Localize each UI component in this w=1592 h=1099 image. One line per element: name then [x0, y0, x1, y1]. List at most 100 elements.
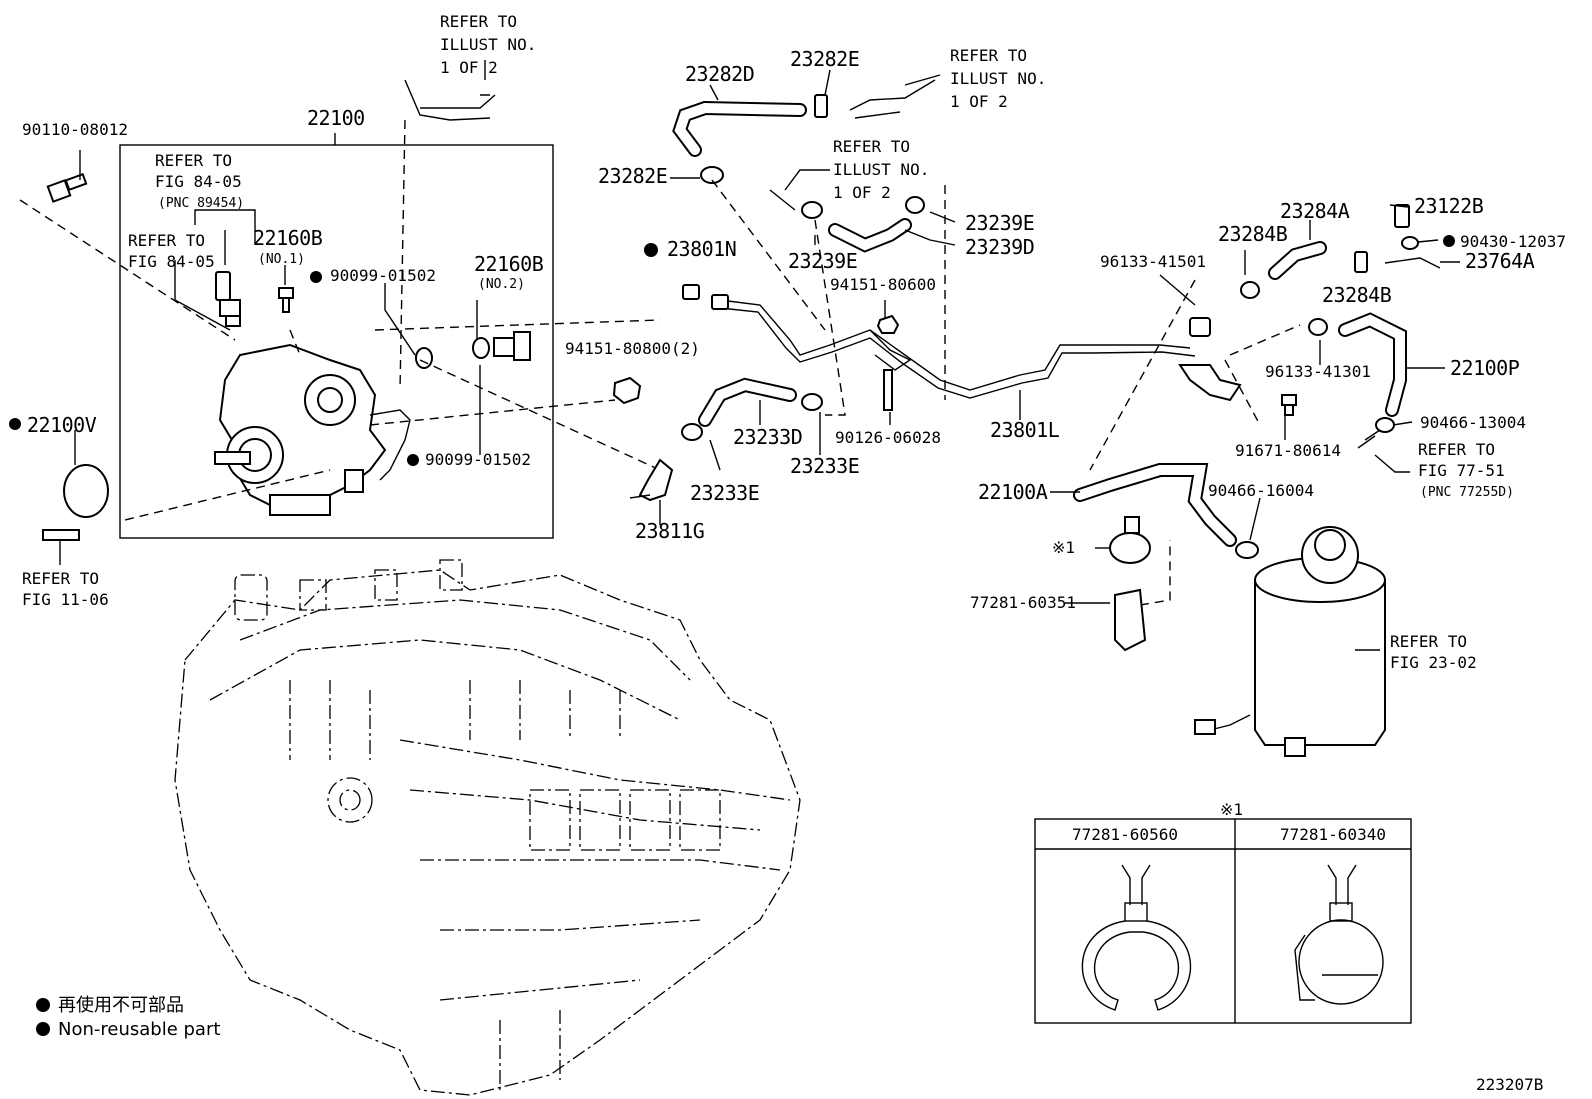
label-23282e-top: 23282E — [790, 47, 859, 71]
label-96133-41301: 96133-41301 — [1265, 362, 1371, 381]
stud-90126-part[interactable] — [883, 369, 893, 411]
label-refer-84-05-a: REFER TO — [155, 151, 232, 170]
label-pnc-89454: (PNC 89454) — [158, 196, 244, 211]
clamp-variants-inset — [1034, 818, 1412, 1024]
clamp-23239e-left[interactable] — [801, 201, 823, 219]
label-inset-77281-60340: 77281-60340 — [1280, 825, 1386, 844]
legend-bullet — [36, 998, 50, 1012]
bolt-22160b-no1-part[interactable] — [278, 287, 294, 313]
pipe-segment-top-b — [420, 94, 496, 109]
label-94151-80600: 94151-80600 — [830, 275, 936, 294]
legend-japanese: 再使用不可部品 — [58, 995, 184, 1016]
pipe-23764a[interactable] — [1384, 257, 1441, 269]
label-23801n: 23801N — [667, 237, 736, 261]
union-bolt-22160b-no2-part[interactable] — [493, 331, 531, 361]
clamp-77281-60560-illustration — [1081, 864, 1192, 1011]
label-23239e-right: 23239E — [965, 211, 1034, 235]
label-inset-mark: ※1 — [1220, 800, 1243, 819]
hose-23282d[interactable] — [672, 100, 807, 157]
clamp-23233e-right[interactable] — [801, 393, 823, 411]
label-90126-06028: 90126-06028 — [835, 428, 941, 447]
connector-23122b[interactable] — [1394, 204, 1410, 228]
fuel-pipe-23801l[interactable] — [719, 299, 1196, 399]
label-23239e-left: 23239E — [788, 249, 857, 273]
clamp-23282e-left[interactable] — [700, 166, 724, 184]
label-pnc-77255d: (PNC 77255D) — [1420, 485, 1514, 500]
clamp-23282e-top[interactable] — [814, 94, 828, 118]
connector-23801n[interactable] — [682, 284, 729, 310]
clamp-23284b-right[interactable] — [1354, 251, 1368, 273]
bolt-90110-part[interactable] — [46, 172, 88, 203]
label-23284b-right: 23284B — [1322, 283, 1392, 307]
label-90099-01502-b: 90099-01502 — [425, 450, 531, 469]
o-ring-22100v-part[interactable] — [63, 464, 109, 518]
label-96133-41501: 96133-41501 — [1100, 252, 1206, 271]
label-refer-illust-b1: REFER TO — [950, 46, 1027, 65]
nut-94151-80800-part[interactable] — [612, 376, 642, 405]
hose-23284a[interactable] — [1268, 241, 1327, 280]
label-22100: 22100 — [307, 106, 365, 130]
label-23239d: 23239D — [965, 235, 1034, 259]
clamp-23284b-top[interactable] — [1240, 281, 1260, 299]
clamp-77281-60340-illustration — [1294, 864, 1384, 1005]
label-22100a: 22100A — [978, 480, 1048, 504]
pressure-sensor-part[interactable] — [215, 271, 241, 327]
label-23284a: 23284A — [1280, 199, 1350, 223]
label-22100v: 22100V — [27, 413, 97, 437]
pipe-refer-7751 — [1357, 429, 1381, 449]
label-23282d: 23282D — [685, 62, 754, 86]
hose-23239d[interactable] — [828, 218, 912, 253]
label-22160b-no1-sub: (NO.1) — [258, 252, 305, 267]
nut-94151-80600-part[interactable] — [876, 314, 900, 334]
clip-90430[interactable] — [1401, 236, 1419, 250]
bracket-assembly[interactable] — [1178, 317, 1242, 402]
pipe-segment-top — [404, 79, 491, 121]
non-reusable-marker — [310, 271, 322, 283]
clamp-90466-13004[interactable] — [1375, 417, 1395, 433]
label-94151-80800: 94151-80800(2) — [565, 339, 700, 358]
bolt-91671-part[interactable] — [1281, 394, 1297, 416]
hose-22100a[interactable] — [1073, 463, 1237, 547]
label-leader-lines-right — [1050, 204, 1460, 651]
figure-id: 223207B — [1476, 1075, 1543, 1094]
stud-bolt-part[interactable] — [42, 529, 80, 541]
fuel-filter-assembly[interactable] — [1194, 526, 1386, 757]
label-refer-illust-a2: ILLUST NO. — [440, 35, 536, 54]
label-23233d: 23233D — [733, 425, 802, 449]
label-refer-illust-b2: ILLUST NO. — [950, 69, 1046, 88]
label-23764a: 23764A — [1465, 249, 1535, 273]
clamp-23239e-right[interactable] — [905, 196, 925, 214]
label-22160b-no2: 22160B — [474, 252, 544, 276]
label-91671-80614: 91671-80614 — [1235, 441, 1341, 460]
label-22100p: 22100P — [1450, 356, 1520, 380]
label-23282e-left: 23282E — [598, 164, 667, 188]
gasket-90099-part[interactable] — [415, 347, 433, 369]
label-23801l: 23801L — [990, 418, 1060, 442]
label-90466-13004: 90466-13004 — [1420, 413, 1526, 432]
clamp-77281-60351[interactable] — [1114, 588, 1147, 652]
label-refer-84-05-b: REFER TO — [128, 231, 205, 250]
label-77281-60351: 77281-60351 — [970, 593, 1076, 612]
hose-22100p[interactable] — [1338, 312, 1407, 417]
label-refer-84-05-a2: FIG 84-05 — [155, 172, 242, 191]
pipe-refer-illust-b — [849, 79, 936, 119]
gasket-90099-b-part[interactable] — [472, 337, 490, 359]
pump-assembly-box — [119, 133, 554, 539]
label-refer-illust-c1: REFER TO — [833, 137, 910, 156]
joint-23811g-part[interactable] — [629, 458, 674, 502]
part-labels: 90110-08012 22100 REFER TO FIG 84-05 (PN… — [9, 12, 1566, 1094]
fuel-pump-illustration[interactable] — [214, 343, 411, 516]
label-22160b-no1: 22160B — [253, 226, 323, 250]
pipe-small-refer-c — [769, 189, 796, 211]
legend-non-reusable: Non-reusable part — [58, 1019, 220, 1040]
clamp-90466-16004[interactable] — [1235, 541, 1259, 559]
clamp-96133-41301[interactable] — [1308, 318, 1328, 336]
label-90430-12037: 90430-12037 — [1460, 232, 1566, 251]
clamp-23233e-left[interactable] — [681, 423, 703, 441]
hose-23233d[interactable] — [698, 377, 797, 427]
label-90099-01502-a: 90099-01502 — [330, 266, 436, 285]
label-refer-11-06b: FIG 11-06 — [22, 590, 109, 609]
hose-clamp-mark1[interactable] — [1109, 516, 1151, 564]
label-90110-08012: 90110-08012 — [22, 120, 128, 139]
